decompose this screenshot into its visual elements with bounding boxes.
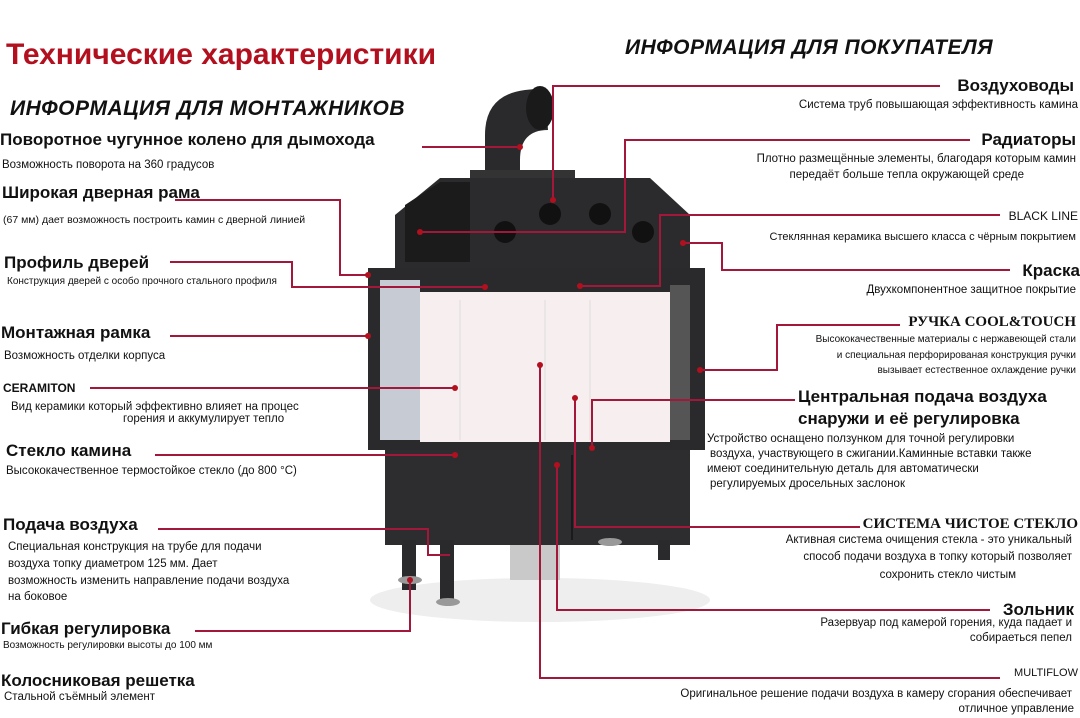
ash-pan-title: Зольник [1002, 600, 1074, 619]
central-air-title: Центральная подача воздуха [798, 387, 1047, 406]
black-line-desc: Стеклянная керамика высшего класса с чёр… [769, 231, 1076, 243]
glass-desc: Высококачественное термостойкое стекло (… [6, 465, 297, 477]
radiators-title: Радиаторы [981, 130, 1076, 149]
door-frame-desc: (67 мм) дает возможность построить камин… [3, 214, 306, 226]
paint-desc: Двухкомпонентное защитное покрытие [866, 284, 1077, 296]
air-supply-desc-4: на боковое [8, 591, 68, 603]
clean-glass-title: СИСТЕМА ЧИСТОЕ СТЕКЛО [862, 516, 1078, 532]
handle-desc: Высококачественные материалы с нержавеющ… [815, 334, 1076, 345]
door-profile-desc: Конструкция дверей с особо прочного стал… [7, 276, 277, 287]
handle-desc-3: вызывает естественное охлаждение ручки [877, 365, 1076, 376]
height-adjust-desc: Возможность регулировки высоты до 100 мм [3, 640, 213, 651]
central-air-desc: Устройство оснащено ползунком для точной… [707, 433, 1015, 445]
black-line-title: BLACK LINE [1008, 209, 1078, 223]
chimney-elbow-desc: Возможность поворота на 360 градусов [2, 159, 215, 171]
installers-heading: ИНФОРМАЦИЯ ДЛЯ МОНТАЖНИКОВ [10, 97, 406, 120]
clean-glass-desc-3: сохронить стекло чистым [879, 569, 1016, 581]
multiflow-title: MULTIFLOW [1014, 667, 1078, 679]
clean-glass-desc-2: способ подачи воздуха в топку который по… [803, 551, 1072, 563]
multiflow-desc-2: отличное управление [958, 703, 1074, 715]
multiflow-desc: Оригинальное решение подачи воздуха в ка… [680, 688, 1072, 700]
ceramiton-desc-2: горения и аккумулирует тепло [123, 413, 285, 425]
radiators-desc-2: передаёт больше тепла окружающей среде [789, 169, 1024, 181]
handle-title: РУЧКА COOL&TOUCH [908, 314, 1076, 330]
air-ducts-title: Воздуховоды [957, 76, 1074, 95]
mounting-frame-desc: Возможность отделки корпуса [4, 350, 166, 362]
ceramiton-desc: Вид керамики который эффективно влияет н… [11, 401, 299, 413]
door-frame-title: Широкая дверная рама [2, 183, 200, 202]
ceramiton-title: CERAMITON [3, 381, 76, 395]
clean-glass-desc: Активная система очищения стекла - это у… [785, 534, 1072, 546]
handle-desc-2: и специальная перфорированая конструкция… [836, 350, 1076, 361]
ash-pan-desc: Разервуар под камерой горения, куда пада… [820, 617, 1072, 629]
height-adjust-title: Гибкая регулировка [1, 619, 171, 638]
paint-title: Краска [1022, 261, 1080, 280]
leader-dots [365, 144, 703, 583]
page-title: Технические характеристики [6, 38, 437, 71]
air-ducts-desc: Система труб повышающая эффективность ка… [798, 99, 1078, 111]
central-air-desc-2: воздуха, участвующего в сжигании.Каминны… [710, 448, 1032, 460]
air-supply-desc-3: возможность изменить направление подачи … [8, 575, 290, 587]
air-supply-desc-2: воздуха топку диаметром 125 мм. Дает [8, 558, 218, 570]
grate-title: Колосниковая решетка [1, 671, 195, 690]
mounting-frame-title: Монтажная рамка [1, 323, 151, 342]
door-profile-title: Профиль дверей [4, 253, 150, 272]
air-supply-desc: Специальная конструкция на трубе для под… [8, 541, 262, 553]
central-air-title-2: снаружи и её регулировка [798, 409, 1020, 428]
fireplace-illustration [368, 86, 710, 622]
buyers-heading: ИНФОРМАЦИЯ ДЛЯ ПОКУПАТЕЛЯ [625, 36, 994, 59]
central-air-desc-4: регулируемых дросельных заслонок [710, 478, 905, 490]
leader-lines [90, 85, 1010, 679]
ash-pan-desc-2: собираеться пепел [969, 632, 1072, 644]
radiators-desc: Плотно размещённые элементы, благодаря к… [756, 153, 1076, 165]
central-air-desc-3: имеют соединительную деталь для автомати… [707, 463, 979, 475]
grate-desc: Стальной съёмный элемент [4, 691, 156, 703]
chimney-elbow-title: Поворотное чугунное колено для дымохода [0, 130, 375, 149]
glass-title: Стекло камина [6, 441, 132, 460]
air-supply-title: Подача воздуха [3, 515, 138, 534]
